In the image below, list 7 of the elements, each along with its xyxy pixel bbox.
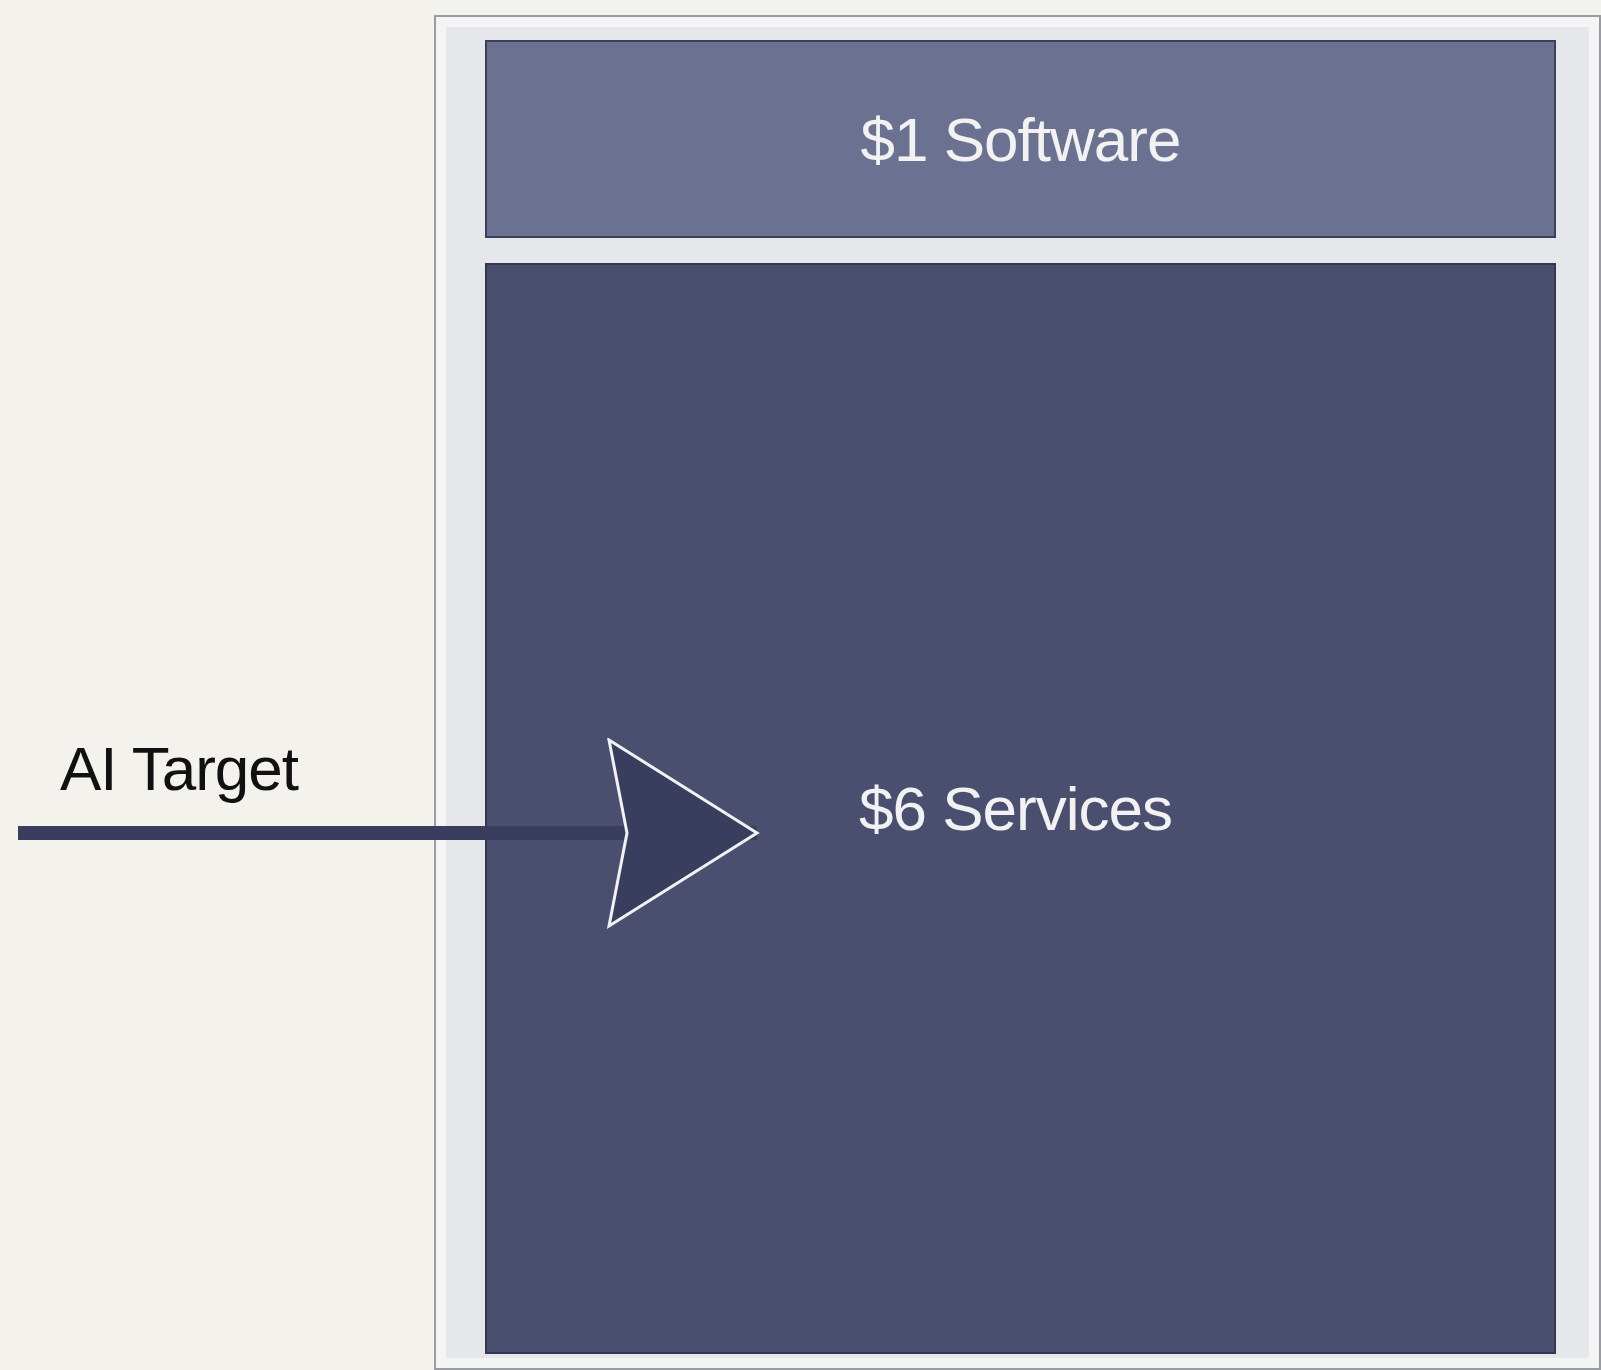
box-label: $6 Services — [859, 773, 1172, 844]
box-label: $1 Software — [860, 103, 1181, 175]
arrow — [18, 738, 759, 928]
edge-label: AI Target — [60, 733, 298, 804]
frame-box — [434, 15, 1601, 1370]
services-box — [485, 263, 1556, 1354]
software-box — [485, 40, 1556, 238]
